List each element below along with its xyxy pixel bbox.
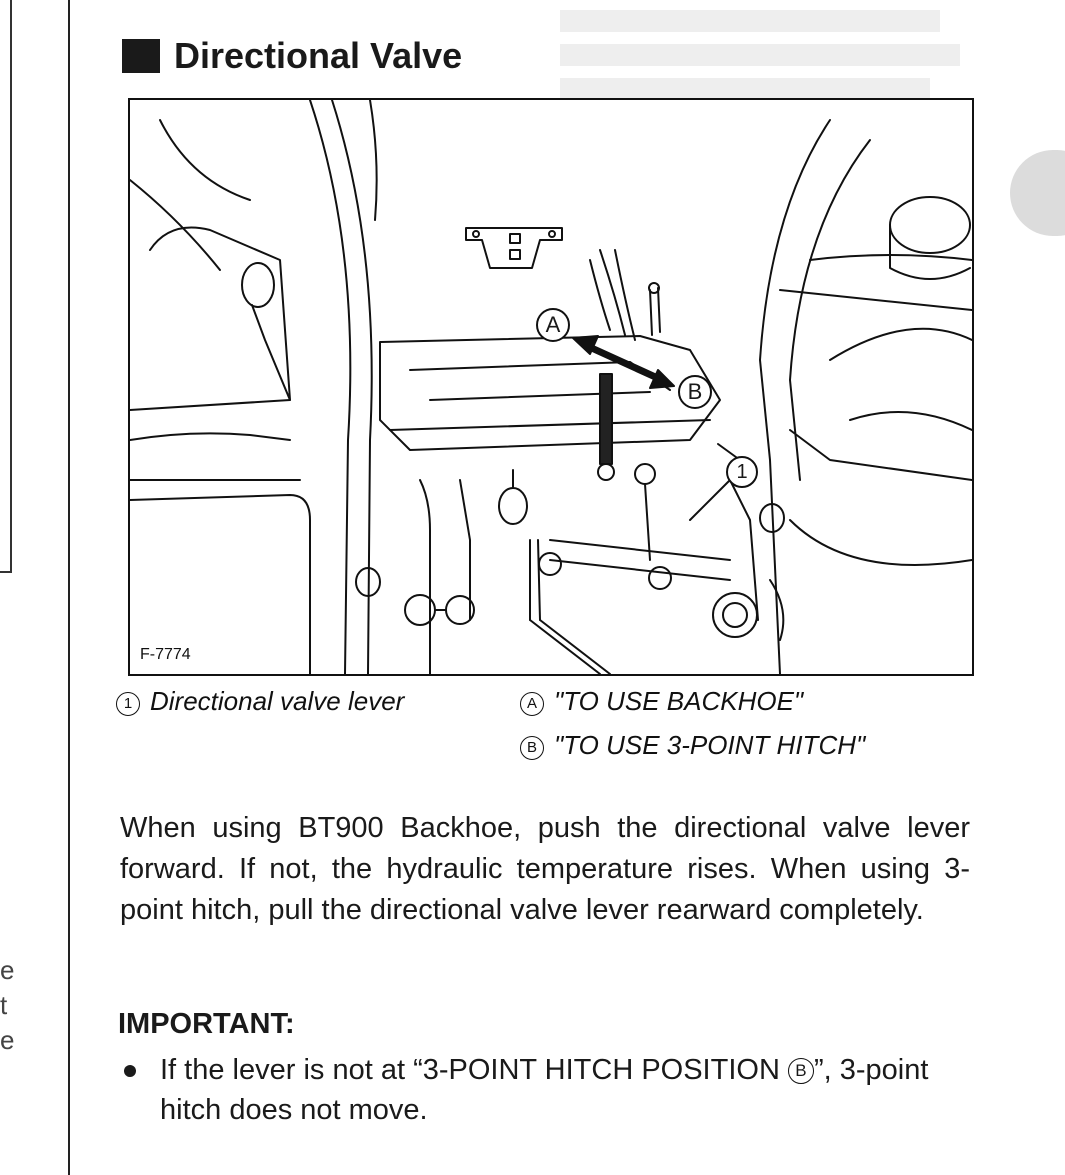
important-item-text: If the lever is not at “3-POINT HITCH PO… [160, 1054, 929, 1126]
thumb-index-tab [1010, 150, 1065, 236]
left-column-fragment: t [0, 990, 8, 1020]
inline-marker-b: B [787, 1058, 814, 1084]
marker-b-label: B [678, 375, 712, 409]
callout-hitch: B "TO USE 3-POINT HITCH" [520, 730, 865, 761]
bullet-icon [124, 1065, 136, 1077]
section-title-text: Directional Valve [174, 35, 463, 76]
callout-lever: 1 Directional valve lever [116, 686, 404, 717]
left-column-fragment: e [0, 1025, 15, 1055]
callout-text: "TO USE 3-POINT HITCH" [554, 730, 866, 760]
directional-valve-figure: A B 1 F-7774 [128, 98, 974, 676]
callout-text: "TO USE BACKHOE" [554, 686, 804, 716]
section-title: Directional Valve [122, 35, 462, 77]
left-column-box-bottom [0, 571, 12, 573]
callout-marker: 1 [116, 692, 140, 716]
callout-marker: A [520, 692, 544, 716]
callout-marker: B [520, 736, 544, 760]
left-column-box-edge [10, 0, 12, 573]
body-paragraph: When using BT900 Backhoe, push the direc… [120, 812, 970, 926]
callout-text: Directional valve lever [150, 686, 405, 716]
callout-backhoe: A "TO USE BACKHOE" [520, 686, 803, 717]
left-column-fragment: e [0, 955, 15, 985]
important-heading: IMPORTANT: [118, 1008, 295, 1040]
square-bullet-icon [122, 39, 160, 73]
tractor-valve-illustration [130, 100, 972, 674]
important-list-item: If the lever is not at “3-POINT HITCH PO… [124, 1050, 974, 1130]
marker-a-label: A [536, 308, 570, 342]
figure-code: F-7774 [140, 646, 191, 664]
marker-1-label: 1 [726, 456, 758, 488]
column-divider [68, 0, 70, 1175]
